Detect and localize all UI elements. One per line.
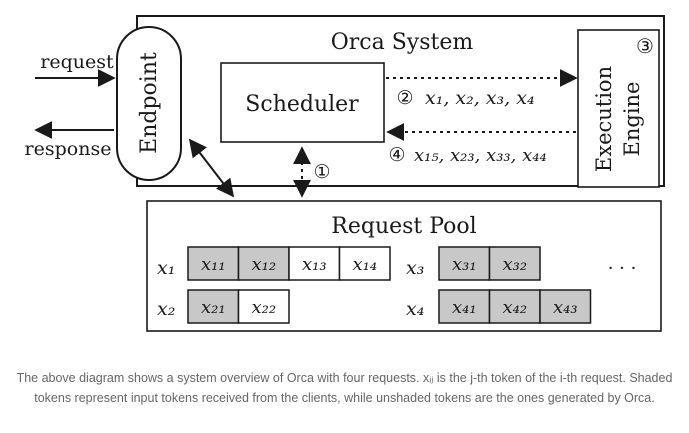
orca-system-title: Orca System bbox=[331, 30, 474, 55]
token-label: x₁₁ bbox=[201, 254, 226, 275]
token-label: x₄₁ bbox=[452, 297, 477, 318]
token-label: x₁₄ bbox=[352, 254, 377, 275]
scheduler-label: Scheduler bbox=[245, 92, 359, 117]
request-token-row: x₁₁ x₁₂ x₁₃ x₁₄ bbox=[187, 246, 391, 281]
token-label: x₂₁ bbox=[201, 297, 226, 318]
token-label: x₄₂ bbox=[502, 297, 527, 318]
return-batch-label: x₁₅, x₂₃, x₃₃, x₄₄ bbox=[414, 145, 547, 166]
input-token-cell bbox=[237, 246, 290, 281]
request-label: x₄ bbox=[406, 298, 424, 320]
step-3-marker: ③ bbox=[636, 34, 654, 58]
token-label: x₂₂ bbox=[251, 297, 276, 318]
input-token-cell bbox=[539, 289, 592, 324]
step-4-marker: ④ bbox=[388, 144, 405, 166]
token-label: x₁₂ bbox=[251, 254, 276, 275]
token-label: x₃₁ bbox=[452, 254, 477, 275]
input-token-cell bbox=[438, 289, 491, 324]
step-2-marker: ② bbox=[396, 87, 413, 109]
request-token-row: x₂₁ x₂₂ bbox=[187, 289, 290, 324]
response-label: response bbox=[25, 138, 112, 160]
request-label: x₁ bbox=[157, 257, 175, 279]
input-token-cell bbox=[187, 246, 240, 281]
input-token-cell bbox=[438, 246, 491, 281]
request-token-row: x₄₁ x₄₂ x₄₃ bbox=[438, 289, 592, 324]
step-1-marker: ① bbox=[313, 161, 330, 183]
generated-token-cell bbox=[338, 246, 391, 281]
execution-engine-label-line2: Engine bbox=[620, 82, 644, 157]
request-token-row: x₃₁ x₃₂ bbox=[438, 246, 541, 281]
request-label: x₂ bbox=[157, 298, 175, 320]
dispatch-batch-label: x₁, x₂, x₃, x₄ bbox=[425, 87, 535, 109]
generated-token-cell bbox=[237, 289, 290, 324]
scheduler-box bbox=[220, 62, 385, 143]
execution-engine-label-line1: Execution bbox=[592, 66, 616, 172]
request-label: x₃ bbox=[406, 257, 424, 279]
figure-caption: The above diagram shows a system overvie… bbox=[16, 371, 673, 405]
input-token-cell bbox=[488, 246, 541, 281]
input-token-cell bbox=[187, 289, 240, 324]
more-requests-ellipsis: · · · bbox=[608, 258, 637, 279]
token-label: x₄₃ bbox=[553, 297, 578, 318]
endpoint-label: Endpoint bbox=[137, 52, 162, 154]
endpoint-box bbox=[116, 26, 182, 181]
execution-engine-box bbox=[577, 29, 660, 188]
request-pool-title: Request Pool bbox=[331, 214, 476, 239]
request-label: request bbox=[40, 51, 114, 73]
orca-system-diagram: Orca System Endpoint request response Sc… bbox=[25, 15, 665, 332]
token-label: x₁₃ bbox=[302, 254, 327, 275]
endpoint-pool-arrow bbox=[188, 138, 235, 198]
generated-token-cell bbox=[288, 246, 341, 281]
token-label: x₃₂ bbox=[502, 254, 527, 275]
